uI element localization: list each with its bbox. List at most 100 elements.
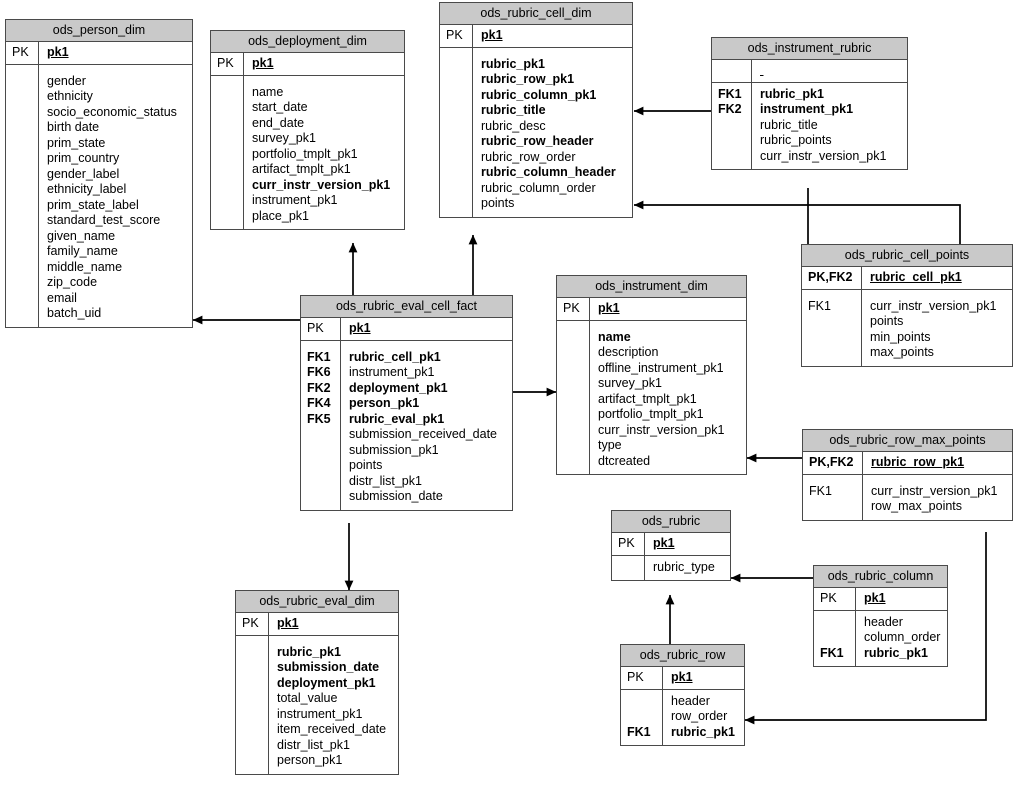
field-description: description [598, 345, 659, 359]
field-distr-list-pk1: distr_list_pk1 [349, 473, 422, 488]
entity-title: ods_rubric_row_max_points [803, 430, 1012, 452]
field-offline-instrument-pk1: offline_instrument_pk1 [598, 360, 724, 375]
field-row-order: row_order [671, 709, 728, 723]
field-submission-date: submission_date [277, 660, 380, 674]
field-birth date: birth date [47, 120, 100, 134]
field-ethnicity: ethnicity [47, 89, 93, 103]
pk-key-label: PK,FK2 [802, 267, 862, 289]
field-list: rubric_type [645, 556, 730, 581]
pk-key-label: PK [301, 318, 341, 340]
fk-key-label: FK1 [307, 349, 331, 364]
pk-field: pk1 [598, 301, 620, 315]
field-person-pk1: person_pk1 [277, 753, 343, 767]
field-row-max-points: row_max_points [871, 499, 963, 513]
field-artifact-tmplt-pk1: artifact_tmplt_pk1 [598, 391, 697, 406]
entity-ods-rubric-row-max-points[interactable]: ods_rubric_row_max_points PK,FK2 rubric_… [802, 429, 1013, 521]
field-deployment-pk1: deployment_pk1 [277, 675, 376, 690]
field-prim-state-label: prim_state_label [47, 197, 139, 212]
field-gender-label: gender_label [47, 166, 120, 181]
field-max-points: max_points [870, 345, 934, 359]
entity-title: ods_rubric_eval_cell_fact [301, 296, 512, 318]
fk-key-list: FK1 [803, 474, 863, 520]
entity-pk-section: PK pk1 [612, 533, 730, 556]
pk-field [760, 63, 901, 79]
field-item-received-date: item_received_date [277, 722, 387, 736]
entity-pk-section: PK pk1 [440, 25, 632, 48]
field-header: header [671, 693, 710, 708]
field-rubric-pk1: rubric_pk1 [864, 645, 928, 660]
pk-key-label: PK [236, 613, 269, 635]
field-family-name: family_name [47, 244, 118, 258]
field-points: points [870, 314, 904, 328]
field-submission-date: submission_date [349, 489, 443, 503]
pk-field: pk1 [349, 321, 371, 335]
fk-key-label: FK2 [718, 102, 742, 116]
pk-field: pk1 [481, 28, 503, 42]
field-type: type [598, 438, 622, 452]
field-rubric-title: rubric_title [760, 117, 818, 132]
fk-key-label: FK4 [307, 396, 331, 410]
field-submission-pk1: submission_pk1 [349, 442, 439, 457]
entity-title: ods_deployment_dim [211, 31, 404, 53]
field-curr-instr-version-pk1: curr_instr_version_pk1 [871, 483, 998, 498]
field-prim-country: prim_country [47, 151, 120, 165]
pk-field: pk1 [864, 591, 886, 605]
field-total-value: total_value [277, 691, 338, 705]
entity-ods-rubric-cell-points[interactable]: ods_rubric_cell_points PK,FK2 rubric_cel… [801, 244, 1013, 367]
entity-pk-section [712, 60, 907, 83]
field-survey-pk1: survey_pk1 [598, 376, 662, 390]
field-survey-pk1: survey_pk1 [252, 131, 316, 145]
pk-field: pk1 [277, 616, 299, 630]
pk-key-label: PK,FK2 [803, 452, 863, 474]
fk-key-label: FK1 [820, 645, 844, 660]
field-ethnicity-label: ethnicity_label [47, 182, 127, 196]
field-gender: gender [47, 73, 86, 88]
fk-key-label: FK1 [808, 298, 831, 313]
pk-key-label: PK [814, 588, 856, 610]
field-artifact-tmplt-pk1: artifact_tmplt_pk1 [252, 162, 351, 176]
pk-key-label: PK [6, 42, 39, 64]
pk-field: rubric_row_pk1 [871, 455, 965, 469]
field-socio-economic-status: socio_economic_status [47, 104, 177, 119]
field-rubric-row-order: rubric_row_order [481, 149, 576, 164]
field-batch-uid: batch_uid [47, 306, 102, 320]
field-curr-instr-version-pk1: curr_instr_version_pk1 [252, 177, 391, 192]
field-header: header [864, 614, 903, 629]
pk-field: pk1 [671, 670, 693, 684]
field-instrument-pk1: instrument_pk1 [252, 193, 338, 207]
entity-pk-section: PK pk1 [236, 613, 398, 636]
fk-key-list: FK1 [802, 289, 862, 366]
pk-field: pk1 [47, 45, 69, 59]
entity-fields-section: rubric_type [612, 555, 730, 581]
field-deployment-pk1: deployment_pk1 [349, 380, 448, 395]
entity-pk-section: PK pk1 [6, 42, 192, 65]
field-instrument-pk1: instrument_pk1 [760, 102, 854, 116]
field-dtcreated: dtcreated [598, 453, 651, 468]
entity-pk-section: PK,FK2 rubric_cell_pk1 [802, 267, 1012, 290]
entity-ods-rubric[interactable]: ods_rubric PK pk1 rubric_type [611, 510, 731, 581]
fk-key-label: FK1 [718, 86, 742, 101]
fk-key-label: FK1 [627, 724, 651, 739]
